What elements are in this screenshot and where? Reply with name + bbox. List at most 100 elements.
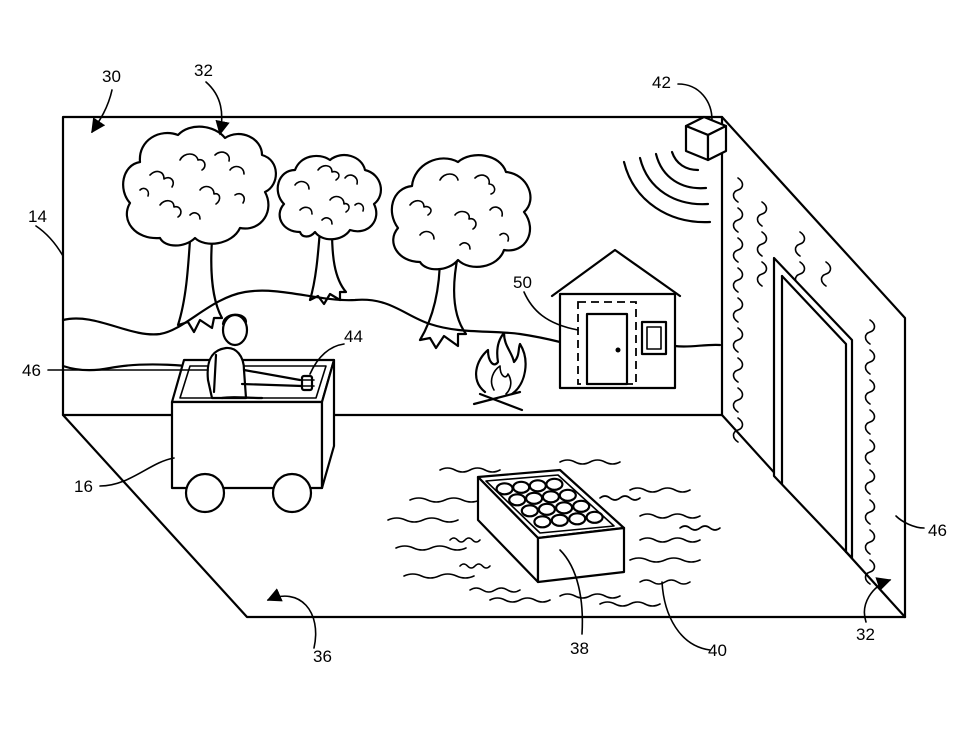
label-vehicle: 16 <box>74 477 93 496</box>
vehicle-wheel-rear <box>273 474 311 512</box>
water-wave <box>600 496 640 500</box>
food-item <box>526 493 542 504</box>
label-floor: 36 <box>313 647 332 666</box>
water-wave <box>470 588 520 592</box>
leader-36 <box>268 596 316 648</box>
wall-squiggle <box>866 410 875 434</box>
water-wave <box>680 526 720 530</box>
water-wave <box>410 498 480 502</box>
wall-squiggle <box>734 238 743 262</box>
door-knob <box>616 348 621 353</box>
label-controller: 44 <box>344 327 363 346</box>
wall-squiggle <box>758 232 767 256</box>
food-item <box>530 480 546 491</box>
water-wave <box>560 594 620 598</box>
wall-squiggle <box>734 388 743 412</box>
water-wave <box>560 460 620 464</box>
wall-squiggle <box>866 470 875 494</box>
food-item <box>546 479 562 490</box>
label-house: 50 <box>513 273 532 292</box>
water-wave <box>490 598 550 602</box>
handheld-controller <box>302 376 312 390</box>
flame-inner <box>492 366 511 394</box>
water-wave <box>440 468 500 472</box>
food-item <box>552 515 568 526</box>
label-background-top: 32 <box>194 61 213 80</box>
label-wall-left: 14 <box>28 207 47 226</box>
food-item <box>539 504 555 515</box>
label-food-tray: 38 <box>570 639 589 658</box>
hill-line-3 <box>675 345 720 347</box>
wall-squiggle <box>822 262 831 286</box>
ride-vehicle <box>172 315 334 512</box>
water-wave <box>640 580 690 584</box>
right-wall-door <box>774 258 852 558</box>
campfire-illustration <box>474 333 526 410</box>
wall-squiggle <box>796 232 805 256</box>
wall-squiggle <box>866 320 875 344</box>
water-wave <box>600 602 660 606</box>
wall-squiggle <box>758 202 767 226</box>
rider-lap <box>222 397 262 398</box>
tree-2 <box>278 155 381 304</box>
label-effect-left: 46 <box>22 361 41 380</box>
leader-14 <box>36 226 63 256</box>
wall-squiggle <box>866 380 875 404</box>
label-background-right: 32 <box>856 625 875 644</box>
leader-16 <box>100 458 174 486</box>
leader-42 <box>678 84 712 120</box>
wall-squiggle <box>734 208 743 232</box>
food-item <box>509 494 525 505</box>
water-wave <box>450 538 480 542</box>
flame-outer <box>476 333 525 394</box>
water-wave <box>630 558 700 562</box>
wall-squiggle <box>734 268 743 292</box>
signal-waves <box>624 152 710 222</box>
water-wave <box>396 546 466 550</box>
food-item <box>560 490 576 501</box>
water-wave <box>388 518 458 522</box>
tree-canopy <box>123 127 276 246</box>
wall-squiggle <box>866 350 875 374</box>
wall-squiggle <box>734 358 743 382</box>
leader-30 <box>92 90 112 132</box>
projector-device <box>686 117 726 160</box>
label-water-effect: 40 <box>708 641 727 660</box>
tree-3 <box>392 155 531 348</box>
wall-squiggle <box>866 530 875 554</box>
door-frame-outer <box>774 258 852 558</box>
tree-canopy <box>278 155 381 239</box>
tree-1 <box>123 127 276 332</box>
wall-squiggle <box>866 440 875 464</box>
tree-trunk <box>310 230 346 304</box>
house-illustration <box>552 250 680 388</box>
tray-front-right <box>538 528 624 582</box>
label-effect-right: 46 <box>928 521 947 540</box>
wall-squiggle <box>866 500 875 524</box>
food-item <box>497 483 513 494</box>
food-item <box>587 512 603 523</box>
food-item <box>573 501 589 512</box>
wall-squiggle <box>734 298 743 322</box>
wall-squiggle <box>734 178 743 202</box>
food-item <box>556 502 572 513</box>
label-projector: 42 <box>652 73 671 92</box>
water-wave <box>460 564 490 568</box>
food-item <box>522 505 538 516</box>
wall-squiggle <box>758 262 767 286</box>
water-wave <box>404 574 474 578</box>
rider-head <box>223 315 247 345</box>
house-roof <box>552 250 680 296</box>
vehicle-wheel-front <box>186 474 224 512</box>
food-item <box>534 516 550 527</box>
food-item <box>543 491 559 502</box>
food-tray <box>478 470 624 582</box>
leader-32-top <box>206 82 222 134</box>
water-wave <box>630 488 690 492</box>
food-item <box>513 482 529 493</box>
tree-trunk <box>178 240 222 332</box>
water-wave <box>640 514 700 518</box>
leader-46-right <box>896 516 924 528</box>
